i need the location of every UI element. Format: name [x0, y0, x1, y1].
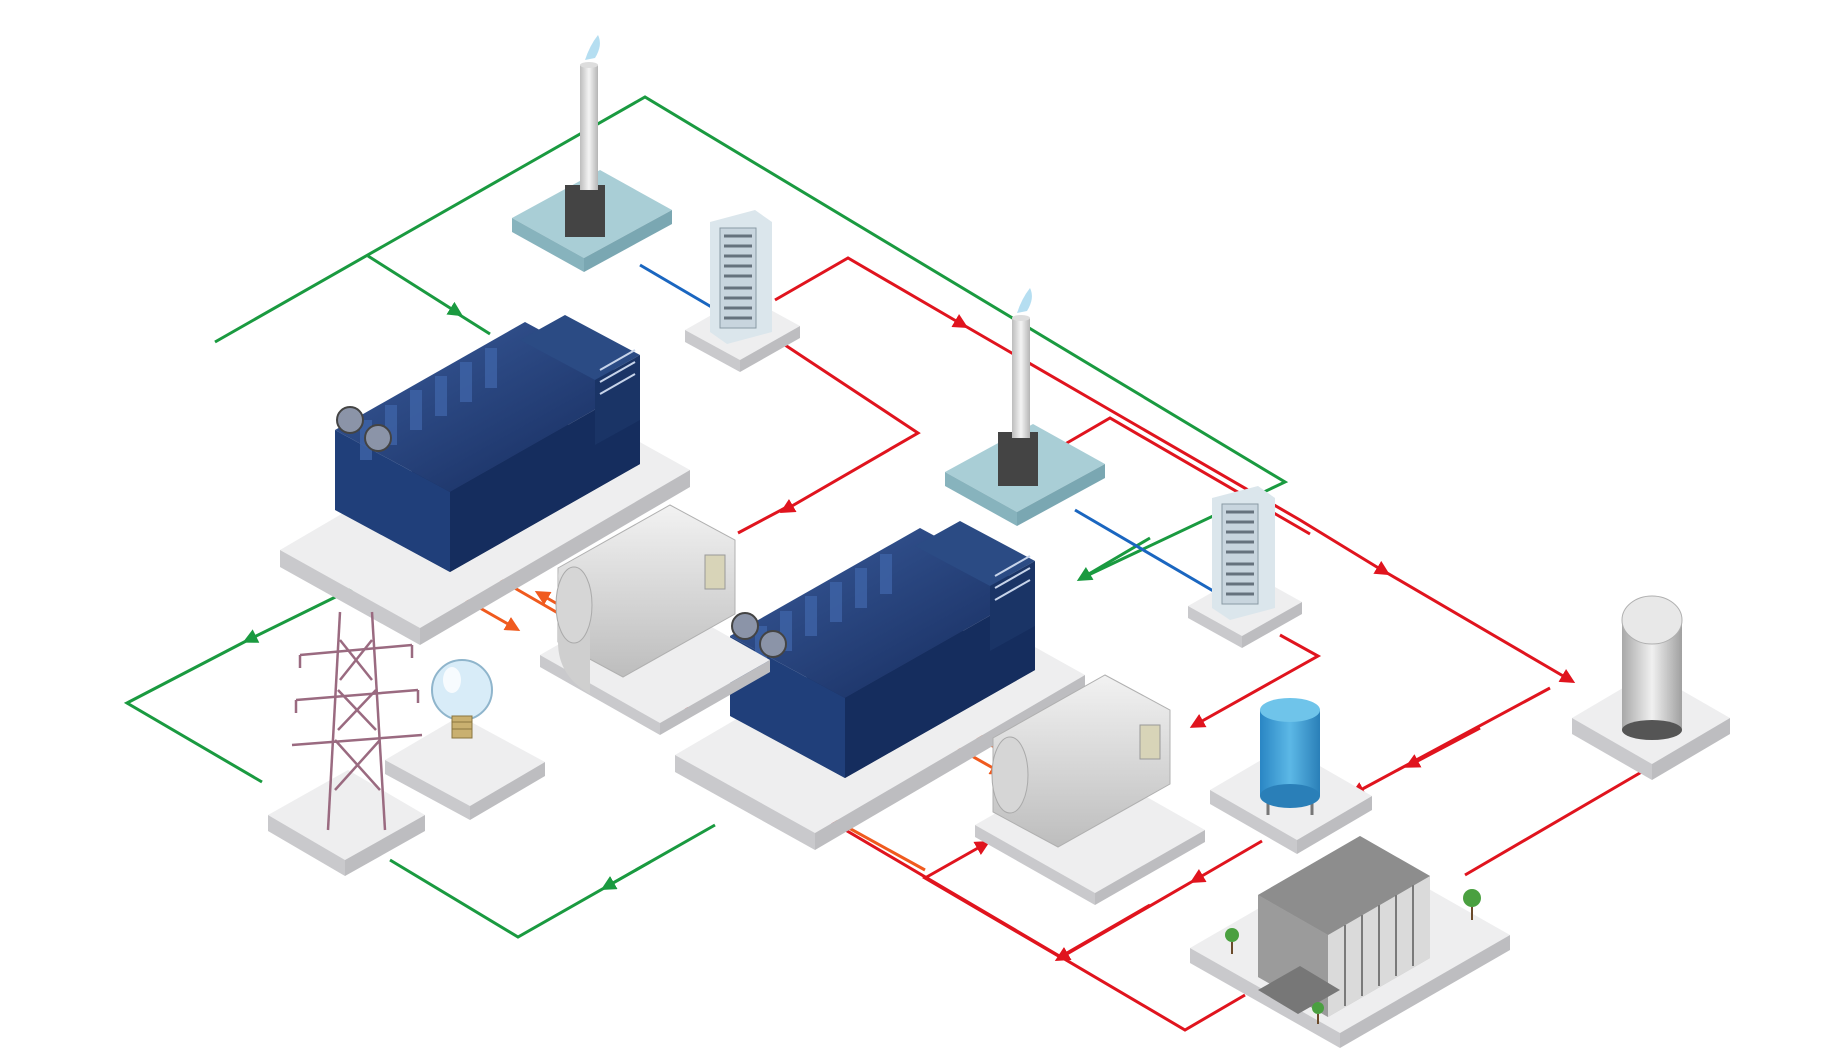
- chimney-icon[interactable]: [945, 288, 1105, 526]
- heat-line-bottom-b: [819, 813, 1246, 1032]
- heat-line-hx1-to-engine: [779, 343, 921, 514]
- gas-engine-icon[interactable]: [280, 315, 690, 645]
- heat-line-hx1-out: [774, 256, 969, 329]
- heat-line-main-b: [1381, 568, 1576, 684]
- hot-water-tank-icon[interactable]: [1210, 698, 1372, 854]
- electric-line-grid-loop: [123, 637, 263, 784]
- gas-engine-icon[interactable]: [675, 521, 1085, 850]
- heat-line-right-return: [1349, 686, 1551, 796]
- heat-line-main: [959, 321, 1391, 576]
- heat-line-right-return-b: [1404, 726, 1481, 768]
- heat-line-storage-to-building: [1464, 768, 1646, 877]
- light-bulb-icon[interactable]: [385, 659, 545, 820]
- exhaust-line-2: [1074, 508, 1216, 594]
- exhaust-line-1: [639, 263, 721, 314]
- heat-exchanger-icon[interactable]: [1188, 486, 1302, 648]
- heat-line-gen2-loop: [1059, 903, 1151, 959]
- heat-line-gen1-feed: [737, 506, 786, 535]
- component-icons: [268, 35, 1730, 1048]
- heat-exchanger-icon[interactable]: [685, 210, 800, 372]
- chimney-icon[interactable]: [512, 35, 672, 272]
- power-transmission-tower-icon[interactable]: [268, 611, 425, 876]
- electric-line-top: [214, 95, 1289, 580]
- electric-line-engine1-feed: [367, 254, 464, 317]
- absorption-chiller-icon[interactable]: [540, 504, 770, 735]
- electric-line-bottom-arrow: [600, 860, 651, 890]
- absorption-chiller-icon[interactable]: [975, 674, 1205, 905]
- electric-line-engine2-feed: [1076, 536, 1151, 582]
- storage-tank-icon[interactable]: [1572, 595, 1730, 780]
- electric-line-engine1-feed-b: [454, 310, 491, 336]
- heat-line-tank-out: [1189, 839, 1263, 884]
- electric-line-bottom: [389, 823, 716, 939]
- office-building-icon[interactable]: [1190, 836, 1510, 1048]
- heat-line-hx2-loop: [1189, 633, 1322, 728]
